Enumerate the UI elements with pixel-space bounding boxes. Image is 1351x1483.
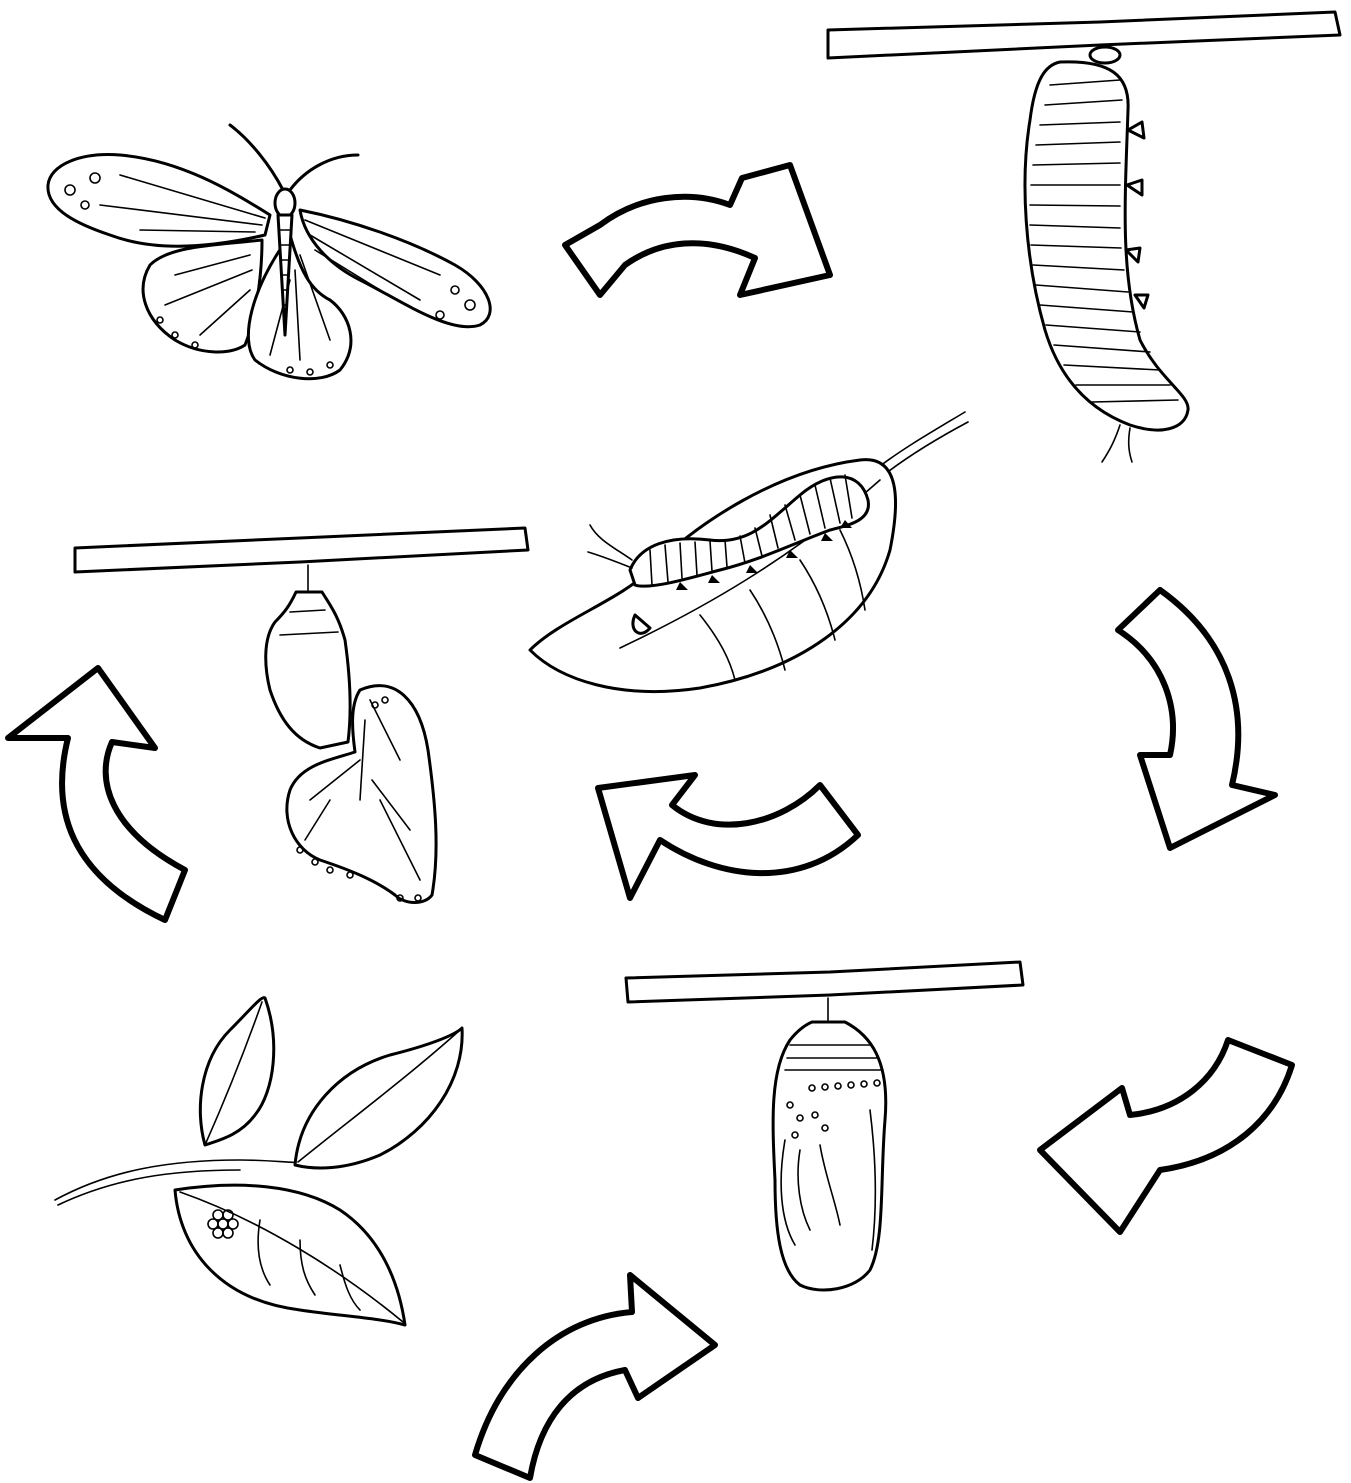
chrysalis-icon (626, 962, 1023, 1290)
curved-arrow-left-icon (598, 775, 858, 898)
eggs-on-leaf-icon (55, 998, 462, 1325)
curved-arrow-right-icon (565, 165, 830, 295)
curved-arrow-left-icon (1040, 1040, 1292, 1232)
curved-arrow-up-right-icon (475, 1275, 715, 1478)
curved-arrow-down-icon (1118, 590, 1275, 848)
hanging-caterpillar-icon (828, 12, 1340, 462)
butterfly-icon (48, 125, 490, 379)
curved-arrow-up-icon (8, 668, 185, 920)
caterpillar-on-leaf-icon (530, 412, 968, 692)
